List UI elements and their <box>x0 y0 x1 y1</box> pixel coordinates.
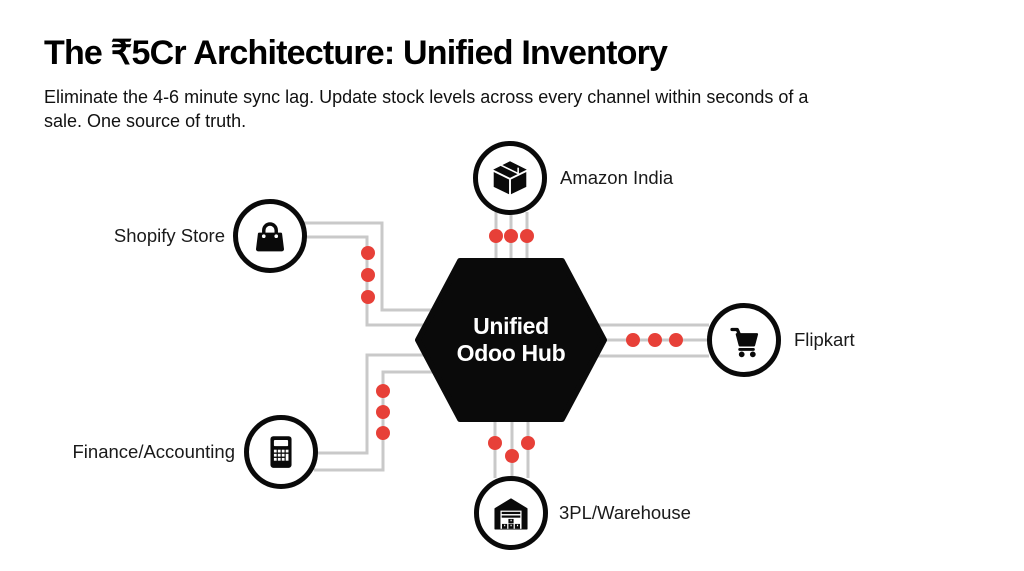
hub-label-line-1: Unified <box>473 313 549 339</box>
node-label-finance: Finance/Accounting <box>72 441 236 462</box>
node-label-shopify: Shopify Store <box>113 225 225 246</box>
hub-label-line-2: Odoo Hub <box>456 340 566 366</box>
subtitle-line-1: Eliminate the 4-6 minute sync lag. Updat… <box>44 87 809 107</box>
connector-shopify <box>303 221 448 327</box>
page-title: The ₹5Cr Architecture: Unified Inventory <box>44 34 668 72</box>
node-flipkart <box>707 303 781 377</box>
data-packets <box>361 229 683 463</box>
hub-label: Unified Odoo Hub <box>418 313 604 367</box>
packets-shopify <box>361 246 375 304</box>
shopping-cart-icon <box>730 327 759 358</box>
warehouse-icon <box>494 498 528 530</box>
packets-finance <box>376 384 390 440</box>
connector-warehouse <box>493 418 530 478</box>
packets-amazon <box>489 229 534 243</box>
packets-flipkart <box>626 333 683 347</box>
hub-hexagon <box>415 258 607 422</box>
calculator-icon <box>270 436 292 468</box>
node-amazon <box>473 141 547 215</box>
package-icon <box>493 161 527 195</box>
node-finance <box>244 415 318 489</box>
node-label-warehouse: 3PL/Warehouse <box>559 502 691 523</box>
packets-warehouse <box>488 436 535 463</box>
node-shopify <box>233 199 307 273</box>
node-label-amazon: Amazon India <box>560 167 674 188</box>
header: The ₹5Cr Architecture: Unified Inventory… <box>44 34 984 133</box>
page-subtitle: Eliminate the 4-6 minute sync lag. Updat… <box>44 85 984 133</box>
connector-finance <box>314 353 448 472</box>
node-label-flipkart: Flipkart <box>794 329 855 350</box>
node-warehouse <box>474 476 548 550</box>
shopping-bag-icon <box>255 222 285 252</box>
subtitle-line-2: sale. One source of truth. <box>44 111 247 131</box>
